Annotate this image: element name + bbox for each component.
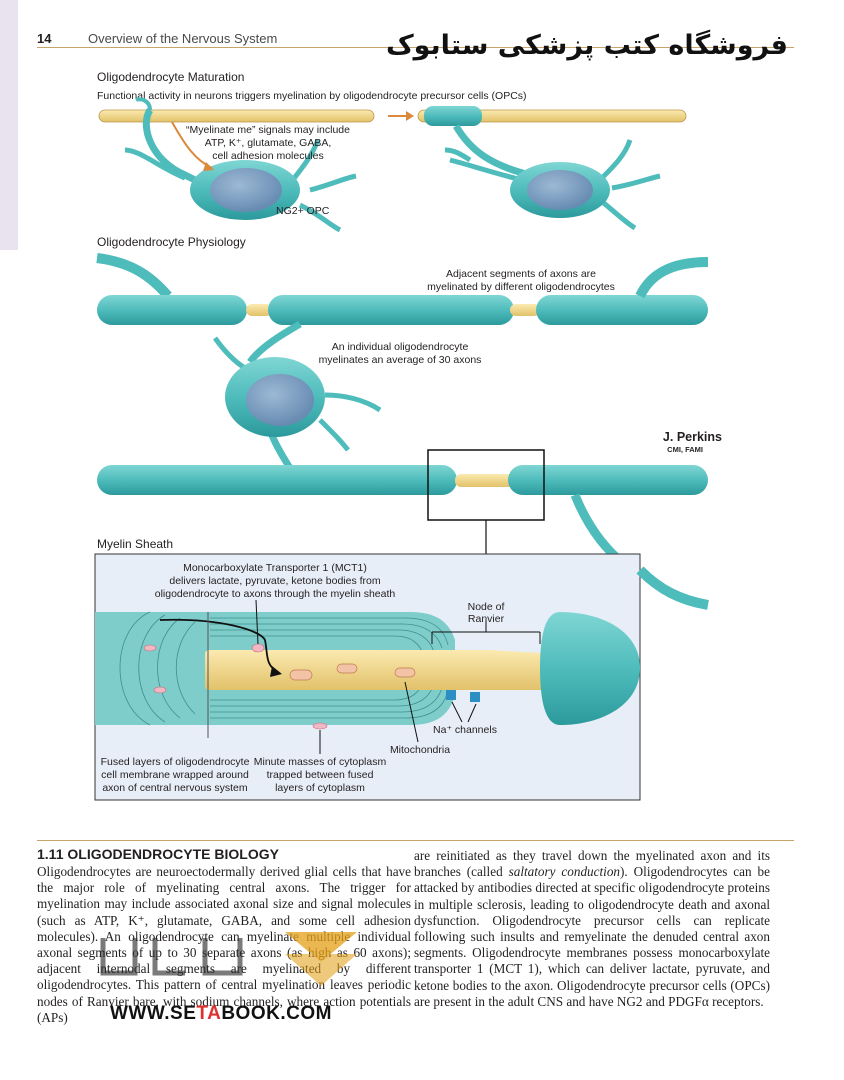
section-rule [37, 840, 794, 841]
node-label-1: Node of [468, 601, 505, 613]
oligodendrocyte-nucleus [246, 374, 314, 426]
transport-arrow [159, 618, 279, 673]
internode-2 [268, 295, 514, 325]
running-title: Overview of the Nervous System [88, 31, 278, 46]
right-text-end: ). Oligodendrocytes can be attacked by a… [414, 864, 770, 1009]
sheath-title: Myelin Sheath [97, 537, 173, 551]
individual-line-1: An individual oligodendrocyte [332, 341, 469, 353]
url-part-c: BOOK.COM [221, 1003, 332, 1024]
header-rule [37, 47, 794, 48]
fused-line-2: cell membrane wrapped around [101, 769, 249, 781]
next-sheath [540, 612, 640, 725]
axon-right [417, 109, 687, 123]
minute-line-2: trapped between fused [267, 769, 374, 781]
mitochondria-group [289, 663, 416, 681]
individual-line-2: myelinates an average of 30 axons [319, 354, 482, 366]
store-watermark: فروشگاه کتب پزشکی ستابوک [385, 30, 788, 61]
node-label-2: Ranvier [468, 613, 505, 625]
internode-1 [97, 295, 247, 325]
mct-line-2: delivers lactate, pyruvate, ketone bodie… [169, 575, 381, 587]
maturation-caption: Functional activity in neurons triggers … [97, 90, 527, 102]
adjacent-line-2: myelinated by different oligodendrocytes [427, 281, 615, 293]
internode-5 [508, 465, 708, 495]
section-heading: 1.11 OLIGODENDROCYTE BIOLOGY [37, 846, 279, 862]
maturation-title: Oligodendrocyte Maturation [97, 70, 244, 84]
body-column-right: are reinitiated as they travel down the … [414, 848, 770, 1010]
right-text-start: are reinitiated as they travel down the … [414, 848, 770, 880]
oligodendrocyte-figure: Oligodendrocyte Maturation Functional ac… [94, 70, 722, 801]
signals-line-2: ATP, K⁺, glutamate, GABA, [205, 137, 332, 149]
physiology-title: Oligodendrocyte Physiology [97, 235, 246, 249]
opc-nucleus [210, 168, 282, 212]
artist-signature: J. Perkins [663, 430, 722, 444]
node-2 [510, 304, 540, 316]
minute-line-3: layers of cytoplasm [275, 782, 365, 794]
early-sheath [424, 106, 482, 126]
signals-line-3: cell adhesion molecules [212, 150, 323, 162]
internode-3 [536, 295, 708, 325]
minute-line-1: Minute masses of cytoplasm [254, 756, 387, 768]
sodium-channels [446, 690, 480, 702]
setabook-url: WWW.SETABOOK.COM [110, 1003, 332, 1025]
fused-line-1: Fused layers of oligodendrocyte [101, 756, 250, 768]
channels-label: Na⁺ channels [433, 724, 497, 736]
mct-line-3: oligodendrocyte to axons through the mye… [155, 588, 396, 600]
myelin-lamellae [119, 611, 449, 726]
cytoplasm-pockets [143, 643, 328, 730]
artist-credentials: CMI, FAMI [667, 445, 703, 454]
mitochondria-label: Mitochondria [390, 744, 450, 756]
url-part-a: WWW.SE [110, 1003, 197, 1024]
signals-line-1: “Myelinate me” signals may include [186, 124, 350, 136]
page-number: 14 [37, 31, 52, 46]
node-3 [455, 474, 517, 487]
internode-4 [97, 465, 457, 495]
setabook-logo [100, 932, 357, 986]
node-1 [246, 304, 272, 316]
url-part-b: TA [196, 1003, 222, 1024]
opc-label: NG2+ OPC [276, 205, 330, 217]
adjacent-line-1: Adjacent segments of axons are [446, 268, 596, 280]
chapter-side-tab [0, 0, 18, 250]
section-number: 1.11 [37, 846, 64, 862]
saltatory-term: saltatory conduction [508, 864, 621, 880]
section-title: OLIGODENDROCYTE BIOLOGY [67, 846, 279, 862]
axon-left [98, 109, 375, 123]
fused-line-3: axon of central nervous system [102, 782, 248, 794]
mct-line-1: Monocarboxylate Transporter 1 (MCT1) [183, 562, 367, 574]
